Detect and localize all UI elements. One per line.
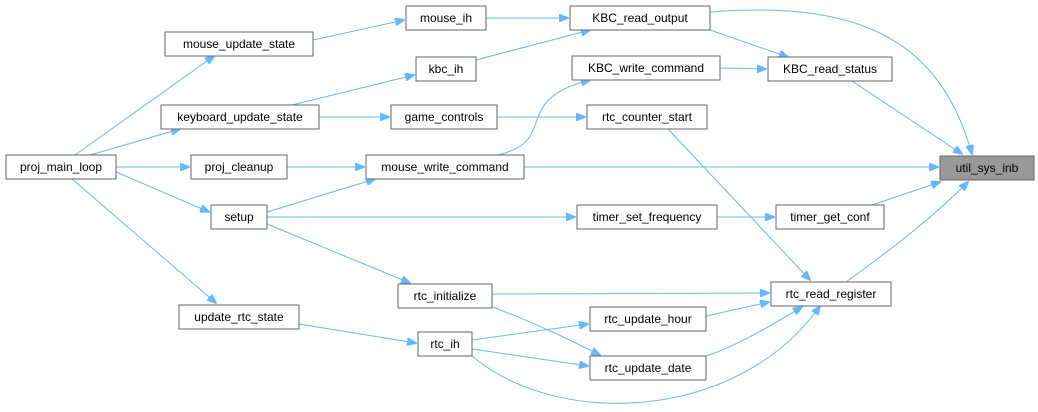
edge-mouse_update_state-to-mouse_ih <box>312 20 404 41</box>
node-label-setup: setup <box>224 210 254 224</box>
node-rtc_read_register[interactable]: rtc_read_register <box>770 281 892 307</box>
node-box-mouse_ih[interactable] <box>405 5 487 31</box>
edge-KBC_read_status-to-util_sys_inb <box>851 80 962 154</box>
nodes-layer: util_sys_inb KBC_read_outputKBC_read_stat… <box>5 5 1035 381</box>
node-box-rtc_counter_start[interactable] <box>586 104 708 130</box>
edge-KBC_read_output-to-util_sys_inb <box>709 9 972 154</box>
node-label-proj_main_loop: proj_main_loop <box>20 160 102 174</box>
node-box-proj_main_loop[interactable] <box>5 154 117 180</box>
node-box-rtc_ih[interactable] <box>417 331 473 357</box>
node-mouse_update_state[interactable]: mouse_update_state <box>164 31 314 57</box>
node-KBC_read_status[interactable]: KBC_read_status <box>767 56 893 82</box>
edge-timer_get_conf-to-util_sys_inb <box>871 182 940 206</box>
node-label-util_sys_inb: util_sys_inb <box>956 161 1019 175</box>
edge-rtc_initialize-to-rtc_update_date <box>489 305 600 355</box>
edges-layer <box>71 9 972 404</box>
edge-keyboard_update_state-to-kbc_ih <box>291 75 414 106</box>
node-kbc_ih[interactable]: kbc_ih <box>415 56 477 82</box>
node-box-game_controls[interactable] <box>390 104 498 130</box>
node-box-KBC_read_output[interactable] <box>569 5 711 31</box>
node-label-timer_get_conf: timer_get_conf <box>790 210 870 224</box>
edge-rtc_counter_start-to-rtc_read_register <box>667 128 810 280</box>
node-box-setup[interactable] <box>210 204 268 230</box>
node-box-rtc_update_hour[interactable] <box>589 306 707 332</box>
node-label-timer_set_frequency: timer_set_frequency <box>593 210 702 224</box>
node-box-proj_cleanup[interactable] <box>190 154 288 180</box>
edge-kbc_ih-to-KBC_read_output <box>475 30 590 61</box>
node-util_sys_inb[interactable]: util_sys_inb <box>939 155 1035 181</box>
node-KBC_write_command[interactable]: KBC_write_command <box>571 55 721 81</box>
node-proj_main_loop[interactable]: proj_main_loop <box>5 154 117 180</box>
node-rtc_update_date[interactable]: rtc_update_date <box>589 355 707 381</box>
edge-mouse_write_command-to-KBC_write_command <box>497 80 590 156</box>
node-box-timer_set_frequency[interactable] <box>576 204 718 230</box>
node-label-rtc_ih: rtc_ih <box>430 337 459 351</box>
node-KBC_read_output[interactable]: KBC_read_output <box>569 5 711 31</box>
node-mouse_ih[interactable]: mouse_ih <box>405 5 487 31</box>
node-label-rtc_counter_start: rtc_counter_start <box>602 110 693 124</box>
node-label-keyboard_update_state: keyboard_update_state <box>177 110 303 124</box>
node-box-mouse_write_command[interactable] <box>365 154 525 180</box>
edge-rtc_read_register-to-util_sys_inb <box>845 182 968 283</box>
node-box-update_rtc_state[interactable] <box>178 304 300 330</box>
node-box-timer_get_conf[interactable] <box>775 204 885 230</box>
edge-proj_main_loop-to-setup <box>115 171 209 212</box>
node-mouse_write_command[interactable]: mouse_write_command <box>365 154 525 180</box>
node-box-keyboard_update_state[interactable] <box>160 104 320 130</box>
node-update_rtc_state[interactable]: update_rtc_state <box>178 304 300 330</box>
edge-update_rtc_state-to-rtc_ih <box>298 323 416 343</box>
edge-KBC_read_output-to-KBC_read_status <box>709 29 788 57</box>
node-rtc_update_hour[interactable]: rtc_update_hour <box>589 306 707 332</box>
node-label-rtc_update_date: rtc_update_date <box>605 361 692 375</box>
edge-proj_main_loop-to-mouse_update_state <box>74 56 214 156</box>
edge-setup-to-mouse_write_command <box>266 179 375 213</box>
node-label-mouse_update_state: mouse_update_state <box>183 37 295 51</box>
node-label-mouse_ih: mouse_ih <box>420 11 472 25</box>
edge-rtc_ih-to-rtc_update_date <box>471 348 588 366</box>
node-label-mouse_write_command: mouse_write_command <box>381 160 508 174</box>
edge-rtc_update_date-to-rtc_read_register <box>705 307 802 357</box>
node-box-rtc_update_date[interactable] <box>589 355 707 381</box>
node-label-proj_cleanup: proj_cleanup <box>205 160 274 174</box>
node-label-rtc_update_hour: rtc_update_hour <box>604 312 691 326</box>
node-label-update_rtc_state: update_rtc_state <box>194 310 284 324</box>
edge-proj_main_loop-to-keyboard_update_state <box>89 129 180 156</box>
node-box-rtc_read_register[interactable] <box>770 281 892 307</box>
edge-rtc_ih-to-rtc_read_register <box>471 306 820 404</box>
node-label-KBC_write_command: KBC_write_command <box>588 61 704 75</box>
node-timer_get_conf[interactable]: timer_get_conf <box>775 204 885 230</box>
node-setup[interactable]: setup <box>210 204 268 230</box>
node-rtc_ih[interactable]: rtc_ih <box>417 331 473 357</box>
node-game_controls[interactable]: game_controls <box>390 104 498 130</box>
node-box-KBC_write_command[interactable] <box>571 55 721 81</box>
node-label-rtc_initialize: rtc_initialize <box>414 289 477 303</box>
edge-rtc_ih-to-rtc_update_hour <box>471 324 588 341</box>
node-label-KBC_read_status: KBC_read_status <box>783 62 877 76</box>
edge-rtc_update_hour-to-rtc_read_register <box>705 302 769 317</box>
node-box-rtc_initialize[interactable] <box>397 283 493 309</box>
node-keyboard_update_state[interactable]: keyboard_update_state <box>160 104 320 130</box>
edge-proj_main_loop-to-update_rtc_state <box>71 178 216 303</box>
node-label-KBC_read_output: KBC_read_output <box>592 11 688 25</box>
node-label-kbc_ih: kbc_ih <box>429 62 464 76</box>
node-label-rtc_read_register: rtc_read_register <box>786 287 877 301</box>
edge-KBC_write_command-to-KBC_read_status <box>719 68 766 69</box>
node-box-kbc_ih[interactable] <box>415 56 477 82</box>
node-proj_cleanup[interactable]: proj_cleanup <box>190 154 288 180</box>
node-label-game_controls: game_controls <box>405 110 484 124</box>
node-rtc_counter_start[interactable]: rtc_counter_start <box>586 104 708 130</box>
node-box-mouse_update_state[interactable] <box>164 31 314 57</box>
node-timer_set_frequency[interactable]: timer_set_frequency <box>576 204 718 230</box>
edge-setup-to-rtc_initialize <box>266 223 410 283</box>
node-box-util_sys_inb[interactable] <box>939 155 1035 181</box>
node-box-KBC_read_status[interactable] <box>767 56 893 82</box>
node-rtc_initialize[interactable]: rtc_initialize <box>397 283 493 309</box>
edge-rtc_initialize-to-rtc_read_register <box>491 293 769 294</box>
